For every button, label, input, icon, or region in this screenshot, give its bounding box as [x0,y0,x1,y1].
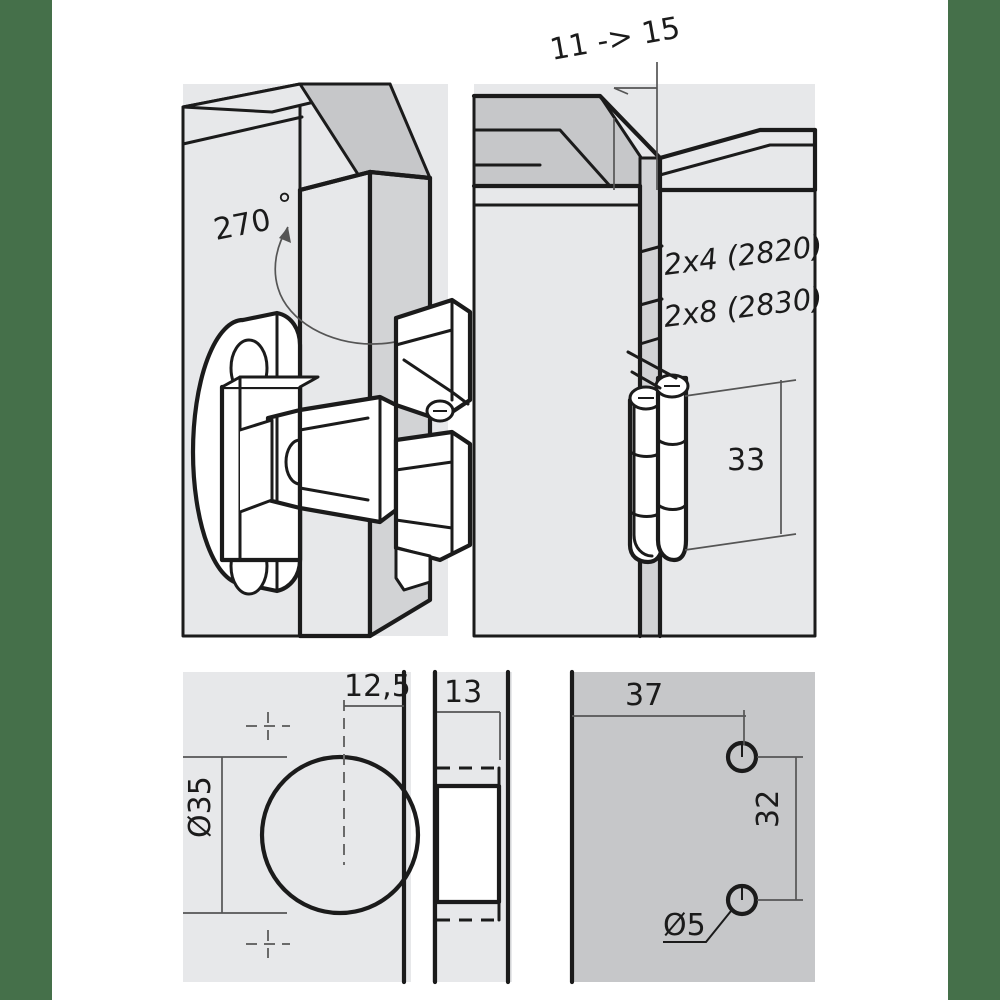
dimension-d35-label: Ø35 [183,776,218,838]
cup-recess-section [434,783,502,905]
right-edge-bar [948,0,1000,1000]
cabinet-left-face [472,184,642,638]
dimension-13-label: 13 [444,675,482,710]
dimension-33-label: 33 [727,443,765,478]
dimension-37 [572,710,746,745]
hinge-assembly-isometric [190,297,473,596]
dimension-32-label: 32 [751,790,786,828]
dimension-d5-label: Ø5 [663,908,706,943]
screw-hole-crosshair-bottom [246,930,290,958]
bottom-left-background [183,672,411,982]
panel-bottom-right: 37 32 Ø5 [569,669,815,985]
screw-hole-crosshair-top [246,712,290,740]
panel-bottom-middle: 13 [432,669,512,985]
panel-top-left: 270 ° [181,82,473,639]
panel-bottom-left: Ø35 12,5 [183,669,421,985]
degree-symbol: ° [277,188,292,223]
panel-top-right: 11 -> 15 2x4 (2820) 2x8 (2830) [471,11,824,639]
cup-bore-circle [259,754,421,916]
bottom-right-background [570,672,815,982]
hinge-cup-housing-lower [393,429,473,563]
left-edge-bar [0,0,52,1000]
gap-range-label: 11 -> 15 [547,11,682,68]
hinge-cross-arm [297,394,399,525]
dimension-d5-leader [663,910,732,943]
dimension-33 [684,379,797,551]
hinge-knuckle-right [655,375,689,563]
dimension-d35-bracket [183,756,287,914]
dimension-12-5-label: 12,5 [344,669,411,704]
dimension-32 [757,756,803,901]
gap-dimension [613,62,658,190]
dimension-37-label: 37 [625,678,663,713]
hinge-knuckle-group [626,350,690,565]
